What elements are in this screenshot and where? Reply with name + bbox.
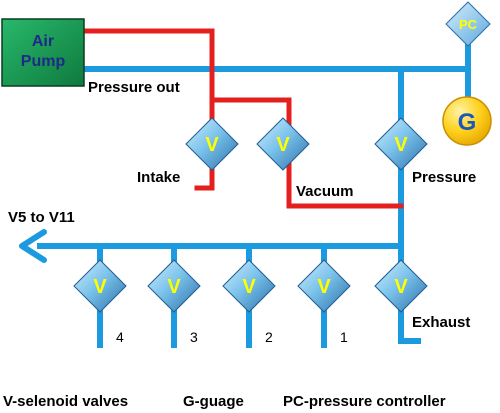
air-pump-box xyxy=(1,18,85,87)
v5-to-v11-label: V5 to V11 xyxy=(8,209,75,226)
vacuum-pipes xyxy=(81,28,404,209)
diamond-valve-icon xyxy=(222,259,276,313)
valve-number-4: 4 xyxy=(116,329,124,345)
valve-symbol: V xyxy=(276,134,290,156)
vacuum-in-label: Vacuum in xyxy=(88,9,163,26)
diamond-valve-icon xyxy=(297,259,351,313)
diamond-valve-icon xyxy=(147,259,201,313)
diamond-controller-icon: PC xyxy=(445,1,491,47)
arrow-left-icon xyxy=(19,229,47,263)
diamond-valve-icon xyxy=(185,117,239,171)
valve-4: V xyxy=(73,259,127,313)
legend-controller: PC-pressure controller xyxy=(283,393,446,410)
valve-number-1: 1 xyxy=(340,329,348,345)
legend-gauge: G-guage xyxy=(183,393,244,410)
valve-symbol: V xyxy=(93,276,107,298)
gauge-label: G xyxy=(458,109,477,136)
diamond-valve-icon xyxy=(374,117,428,171)
valve-symbol: V xyxy=(242,276,256,298)
vacuum-label: Vacuum xyxy=(296,183,354,200)
diamond-valve-icon xyxy=(73,259,127,313)
diamond-valve-icon xyxy=(256,117,310,171)
valve-1: V xyxy=(297,259,351,313)
valve-vacuum: V xyxy=(256,117,310,171)
valve-symbol: V xyxy=(394,276,408,298)
valve-2: V xyxy=(222,259,276,313)
pressure-controller-label: PC xyxy=(459,17,478,32)
valve-exhaust: V xyxy=(374,259,428,313)
valve-number-2: 2 xyxy=(265,329,273,345)
valve-intake: V xyxy=(185,117,239,171)
valve-pressure: V xyxy=(374,117,428,171)
air-pump-label-line1: Air xyxy=(32,33,54,50)
valve-symbol: V xyxy=(167,276,181,298)
valve-symbol: V xyxy=(394,134,408,156)
circle-gauge-icon: G xyxy=(442,96,492,146)
legend-valves: V-selenoid valves xyxy=(3,393,128,410)
diamond-valve-icon xyxy=(374,259,428,313)
air-pump-label-line2: Pump xyxy=(21,53,66,70)
valve-symbol: V xyxy=(205,134,219,156)
pressure-label: Pressure xyxy=(412,169,476,186)
pressure-out-label: Pressure out xyxy=(88,79,180,96)
valve-number-3: 3 xyxy=(190,329,198,345)
valve-symbol: V xyxy=(317,276,331,298)
vacuum-in-line xyxy=(81,28,404,209)
valve-3: V xyxy=(147,259,201,313)
exhaust-label: Exhaust xyxy=(412,314,470,331)
air-pump: Air Pump xyxy=(1,18,85,87)
intake-label: Intake xyxy=(137,169,180,186)
